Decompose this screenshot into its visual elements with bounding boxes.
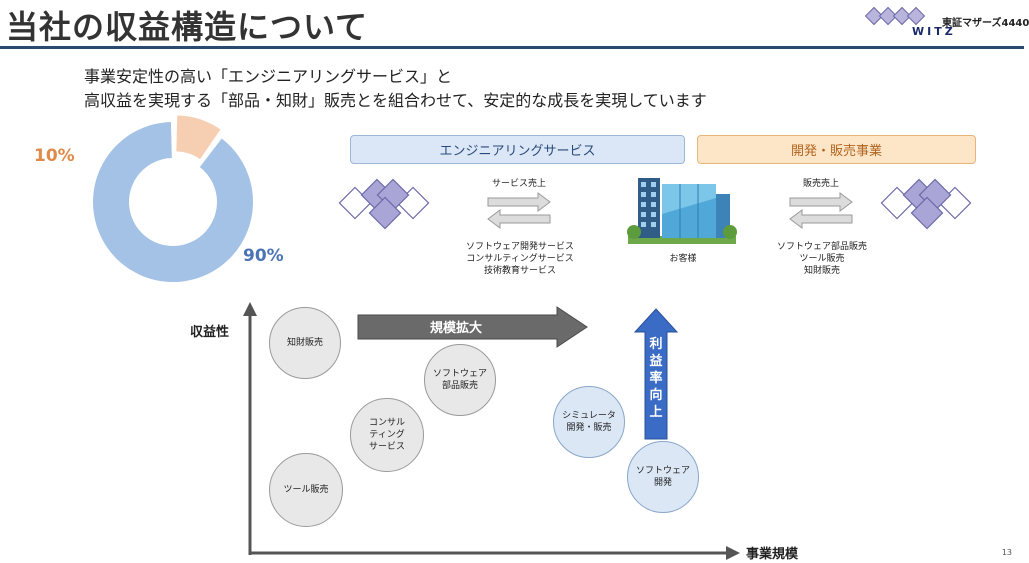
- profit-arrow-label: 利 益 率 向 上: [649, 337, 663, 420]
- page-number: 13: [1001, 548, 1012, 557]
- building-icon: [627, 178, 737, 244]
- intro-line-2: 高収益を実現する「部品・知財」販売とを組合わせて、安定的な成長を実現しています: [84, 91, 707, 110]
- development-banner: 開発・販売事業: [697, 135, 976, 164]
- donut-slice-0: [176, 115, 221, 160]
- y-axis-label: 収益性: [190, 325, 230, 340]
- title-divider: [0, 46, 1024, 49]
- chart-label-small: 10%: [34, 146, 75, 166]
- arrow-left-icon: [789, 192, 853, 229]
- arrow-right-icon: [487, 192, 551, 229]
- customer-label: お客様: [669, 254, 697, 264]
- profit-arrow-icon: [633, 308, 679, 440]
- bubble-tool-sales: ツール販売: [269, 453, 343, 527]
- service-sales-label: サービス売上: [491, 179, 546, 189]
- intro-line-1: 事業安定性の高い「エンジニアリングサービス」と: [84, 67, 453, 86]
- bubble-ip-sales: 知財販売: [269, 307, 341, 379]
- service-item: コンサルティングサービス: [466, 254, 574, 264]
- engineering-banner: エンジニアリングサービス: [350, 135, 685, 164]
- logo-wordmark: WITZ: [912, 25, 956, 38]
- product-item: 知財販売: [803, 266, 840, 276]
- bubble-software-dev: ソフトウェア開発: [627, 441, 699, 513]
- product-item: ソフトウェア部品販売: [776, 242, 867, 252]
- matrix-axes: [243, 302, 740, 560]
- service-item: 技術教育サービス: [483, 266, 556, 276]
- product-item: ツール販売: [799, 254, 845, 264]
- witz-logo-icon: [864, 6, 926, 26]
- bubble-simulator: シミュレータ開発・販売: [553, 386, 625, 458]
- scale-arrow-label: 規模拡大: [430, 321, 483, 336]
- market-label: 東証マザーズ4440: [942, 18, 1029, 29]
- bubble-software-parts: ソフトウェア部品販売: [424, 344, 496, 416]
- bubble-consulting: コンサルティングサービス: [350, 398, 424, 472]
- revenue-donut-chart: [93, 115, 253, 283]
- chart-label-large: 90%: [243, 246, 284, 266]
- x-axis-label: 事業規模: [746, 547, 799, 562]
- scale-arrow-icon: [357, 306, 588, 348]
- donut-slice-1: [93, 122, 253, 283]
- page-title: 当社の収益構造について: [6, 8, 369, 46]
- diamond-cluster-icon: [338, 178, 430, 230]
- product-sales-label: 販売売上: [802, 179, 839, 189]
- diamond-cluster-icon: [880, 178, 972, 230]
- products-list: ソフトウェア部品販売 ツール販売 知財販売: [752, 241, 892, 277]
- engineering-services-list: ソフトウェア開発サービス コンサルティングサービス 技術教育サービス: [440, 241, 600, 277]
- service-item: ソフトウェア開発サービス: [465, 242, 574, 252]
